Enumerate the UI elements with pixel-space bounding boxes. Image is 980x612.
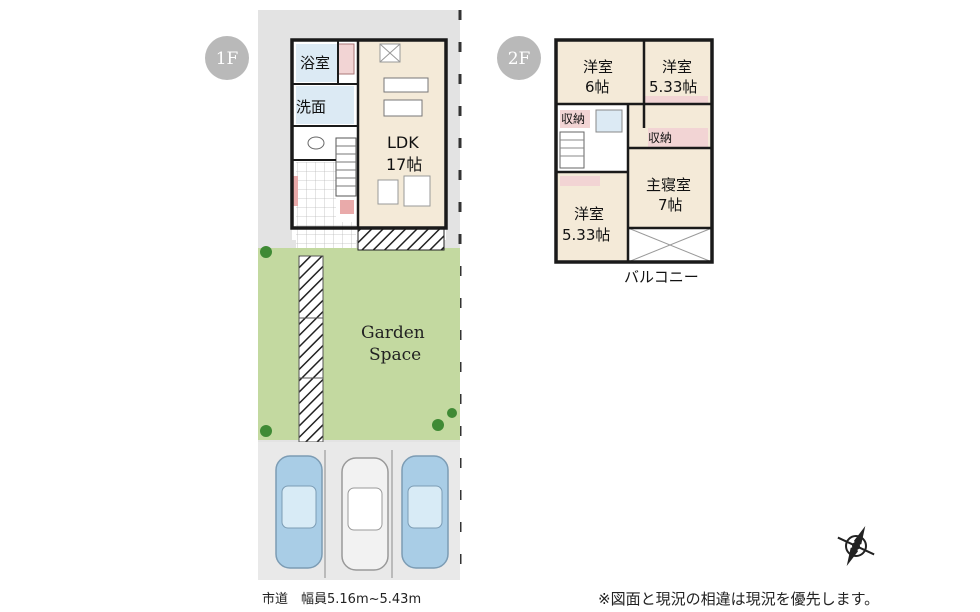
- floor-1-badge: 1F: [205, 36, 249, 80]
- storage-a-label: 収納: [561, 112, 585, 126]
- garden-label-line2: Space: [369, 345, 421, 365]
- parked-car: [401, 455, 449, 569]
- master-bedroom-size: 7帖: [658, 196, 683, 214]
- western-room-b-name: 洋室: [662, 58, 692, 76]
- parked-car: [275, 455, 323, 569]
- road-label: 市道 幅員5.16m~5.43m: [262, 592, 422, 607]
- svg-text:2F: 2F: [508, 49, 531, 69]
- balcony-label: バルコニー: [624, 268, 699, 286]
- parked-car: [341, 457, 389, 571]
- stairs: [559, 131, 585, 169]
- floor-2-building: [554, 38, 714, 264]
- shrub: [260, 246, 457, 437]
- compass-icon: [837, 526, 875, 566]
- entrance: [296, 162, 336, 222]
- washroom: [296, 86, 354, 124]
- svg-text:1F: 1F: [216, 49, 239, 69]
- washroom-label: 洗面: [296, 98, 326, 116]
- bath-label: 浴室: [300, 54, 330, 72]
- garden-label-line1: Garden: [361, 323, 425, 343]
- bath-room: [296, 44, 338, 82]
- parking-area: [258, 442, 460, 580]
- western-room-c-name: 洋室: [574, 205, 604, 223]
- western-room-c-size: 5.33帖: [562, 226, 610, 244]
- floor-2-badge: 2F: [497, 36, 541, 80]
- ldk-size-label: 17帖: [386, 155, 422, 174]
- western-room-b-size: 5.33帖: [649, 78, 697, 96]
- ldk-room: [358, 40, 446, 228]
- western-room-a-name: 洋室: [583, 58, 613, 76]
- stairs: [335, 137, 357, 197]
- master-bedroom-name: 主寝室: [646, 176, 691, 194]
- terrace: [357, 227, 445, 251]
- floor-1-building: [290, 38, 448, 251]
- site-plan: 浴室 洗面 LDK 17帖 Garden Space: [258, 10, 462, 580]
- garden-area: [258, 248, 460, 440]
- ldk-name-label: LDK: [387, 133, 419, 152]
- approach-path: [298, 255, 324, 443]
- storage-b-label: 収納: [648, 131, 672, 145]
- disclaimer-footnote: ※図面と現況の相違は現況を優先します。: [598, 590, 880, 608]
- western-room-a-size: 6帖: [585, 78, 610, 96]
